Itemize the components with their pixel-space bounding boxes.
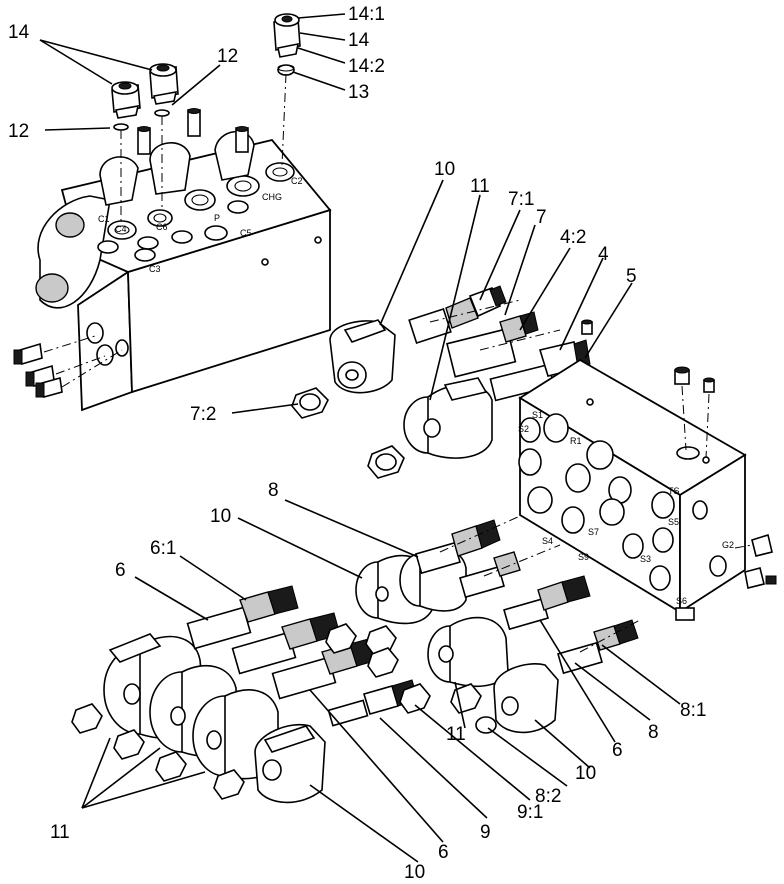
port-label-c2: C2	[291, 176, 303, 186]
callout-7-2: 7:2	[190, 404, 216, 425]
callout-6: 6	[115, 560, 126, 581]
port-label-r1: R1	[570, 436, 582, 446]
assembly-axes	[429, 299, 641, 653]
valves-8-upper	[415, 519, 639, 675]
nuts-left	[71, 703, 245, 800]
coils-8-middle	[355, 548, 559, 734]
port-label-s4: S4	[542, 536, 553, 546]
callout-6-1: 6:1	[150, 538, 176, 559]
callout-10: 10	[404, 862, 425, 883]
upper-manifold-plugs	[13, 335, 123, 399]
port-label-p: P	[214, 213, 220, 223]
callout-4: 4	[598, 244, 609, 265]
callout-11: 11	[470, 176, 490, 197]
nut-11-upper	[367, 445, 405, 479]
callout-14-2: 14:2	[348, 56, 385, 77]
port-label-g2: G2	[722, 540, 734, 550]
port-label-c6: C6	[156, 222, 168, 232]
callout-10: 10	[210, 506, 231, 527]
callout-12: 12	[8, 121, 29, 142]
callout-7-1: 7:1	[508, 189, 534, 210]
callout-8-1: 8:1	[680, 700, 706, 721]
port-label-s5: S5	[668, 517, 679, 527]
callout-4-2: 4:2	[560, 227, 586, 248]
nut-7-2	[291, 387, 329, 419]
callout-8: 8	[648, 722, 659, 743]
port-label-chg: CHG	[262, 192, 282, 202]
port-label-s6: S6	[676, 596, 687, 606]
port-label-c5: C5	[240, 228, 252, 238]
callout-12: 12	[217, 46, 238, 67]
callout-9-1: 9:1	[517, 802, 543, 823]
callout-14-1: 14:1	[348, 4, 385, 25]
coil-10-upper	[329, 319, 396, 394]
coil-10-lower-left	[254, 723, 326, 804]
nuts-middle	[325, 623, 497, 734]
port-label-c3: C3	[149, 264, 161, 274]
lower-manifold-block: S1 S2 R1 TS S5 S7 S3 S4 S9 G2 S6	[518, 358, 747, 621]
port-label-ts: TS	[668, 486, 680, 496]
port-label-s9: S9	[578, 552, 589, 562]
fitting-14-left	[111, 81, 141, 119]
callout-8: 8	[268, 480, 279, 501]
callout-9: 9	[480, 822, 491, 843]
valve-4	[446, 311, 539, 378]
fitting-14-mid	[149, 63, 179, 105]
callout-13: 13	[348, 82, 369, 103]
callout-6: 6	[438, 842, 449, 863]
callout-10: 10	[434, 159, 455, 180]
port-label-c1: C1	[98, 214, 110, 224]
callout-11: 11	[50, 822, 70, 843]
callout-10: 10	[575, 763, 596, 784]
port-label-s1: S1	[532, 410, 543, 420]
port-label-s2: S2	[518, 424, 529, 434]
callout-14: 14	[348, 30, 370, 51]
coil-11-upper	[403, 377, 493, 459]
callout-labels: 14 12 12 14:1 14 14:2 13 10 11 7:1 7 4:2…	[8, 4, 706, 883]
valve-7	[408, 285, 507, 344]
callout-5: 5	[626, 266, 637, 287]
o-rings-and-plugs-top	[113, 64, 295, 225]
callout-8-2: 8:2	[535, 786, 561, 807]
callout-6: 6	[612, 740, 623, 761]
callout-7: 7	[536, 207, 547, 228]
fitting-14-right	[273, 13, 301, 58]
valves-6-lower	[186, 585, 379, 700]
port-label-s7: S7	[588, 527, 599, 537]
port-label-s3: S3	[640, 554, 651, 564]
lower-manifold-plugs	[581, 319, 777, 589]
callout-14: 14	[8, 22, 30, 43]
callout-11: 11	[446, 724, 466, 745]
upper-manifold-block: C4 C6 C3 C5 P CHG C2 C1	[35, 130, 332, 412]
port-label-c4: C4	[115, 224, 127, 234]
leader-lines	[39, 13, 681, 863]
